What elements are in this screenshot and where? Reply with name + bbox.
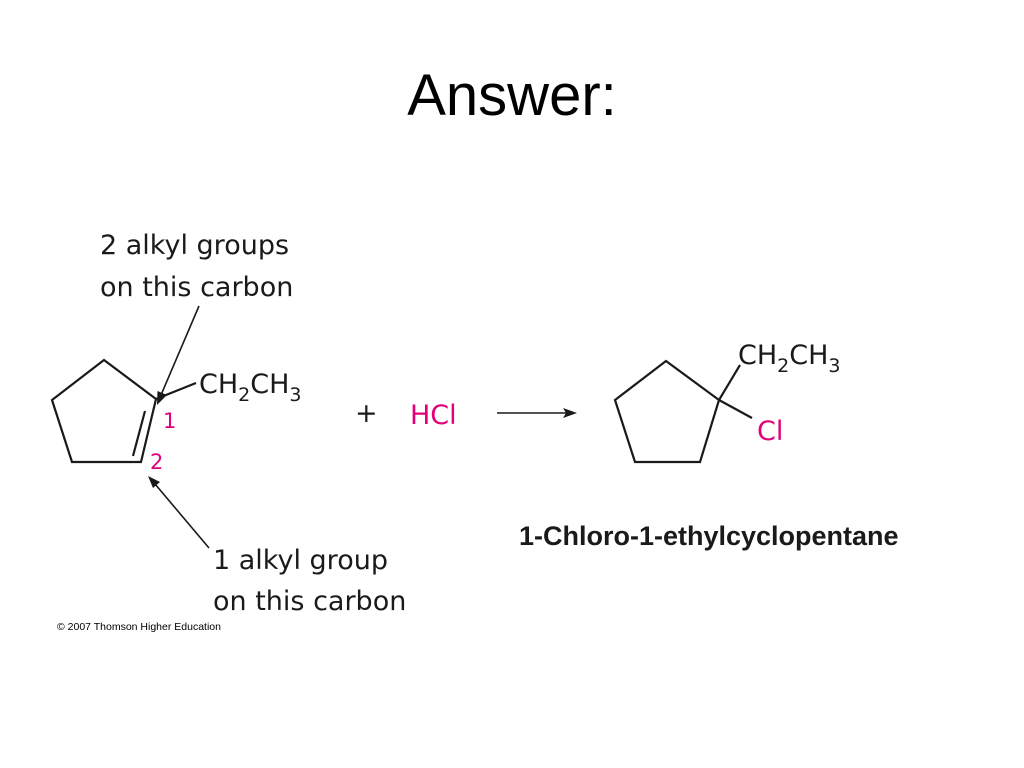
product-chlorine-bond <box>718 399 753 419</box>
carbon-label-1: 1 <box>163 409 176 433</box>
product-name: 1-Chloro-1-ethylcyclopentane <box>519 521 899 551</box>
annotation-bottom-arrow <box>148 476 210 549</box>
annotation-bottom-line-2: on this carbon <box>213 586 406 617</box>
reagent-hcl: HCl <box>410 400 457 431</box>
slide-title: Answer: <box>407 63 617 128</box>
product-cyclopentane <box>613 359 753 464</box>
annotation-top-line-2: on this carbon <box>100 272 293 303</box>
product-chlorine: Cl <box>757 416 783 447</box>
reactant-cyclopentene <box>50 358 197 464</box>
annotation-top-line-1: 2 alkyl groups <box>100 230 289 261</box>
plus-sign: + <box>355 398 378 429</box>
product-substituent: CH2CH3 <box>738 340 841 377</box>
reaction-arrow <box>497 408 577 418</box>
copyright-note: © 2007 Thomson Higher Education <box>57 621 221 633</box>
annotation-bottom-line-1: 1 alkyl group <box>213 545 388 576</box>
carbon-label-2: 2 <box>150 450 163 474</box>
product-ethyl-bond <box>718 364 741 401</box>
reactant-substituent: CH2CH3 <box>199 369 302 406</box>
ethyl-bond <box>155 381 197 401</box>
